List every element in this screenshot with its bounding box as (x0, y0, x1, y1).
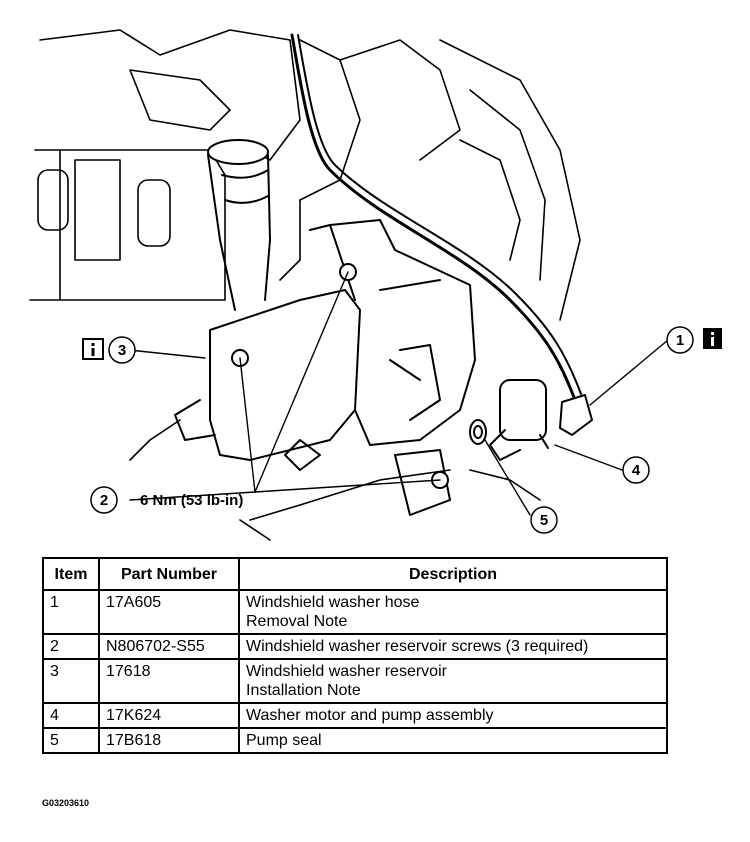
installation-note: Installation Note (246, 682, 361, 699)
description-cell: Windshield washer hose Removal Note (238, 589, 668, 635)
table-row: 3 17618 Windshield washer reservoir Inst… (42, 658, 668, 704)
part-number-cell: 17K624 (98, 702, 240, 729)
pump-seal (469, 419, 487, 445)
description-cell: Washer motor and pump assembly (238, 702, 668, 729)
washer-reservoir (174, 219, 476, 516)
table-row: 2 N806702-S55 Windshield washer reservoi… (42, 633, 668, 660)
callout-2: 2 6 Nm (53 lb-in) (90, 486, 243, 514)
callout-2-number: 2 (100, 492, 108, 509)
callout-3-number: 3 (118, 342, 126, 359)
item-cell: 4 (42, 702, 100, 729)
table-row: 4 17K624 Washer motor and pump assembly (42, 702, 668, 729)
callout-3: 3 (82, 336, 136, 364)
callout-4: 4 (622, 456, 650, 484)
description-line: Windshield washer hose (246, 594, 420, 611)
reservoir-filler-neck (207, 139, 271, 311)
washer-pump-motor (489, 379, 549, 461)
part-number-cell: 17618 (98, 658, 240, 704)
washer-reservoir-diagram: 1 3 2 6 Nm (53 lb-in) 4 5 (29, 29, 722, 541)
header-item: Item (42, 557, 100, 591)
callout-5: 5 (530, 506, 558, 534)
callout-1-number: 1 (676, 332, 684, 349)
callout-5-number: 5 (540, 512, 548, 529)
description-cell: Windshield washer reservoir screws (3 re… (238, 633, 668, 660)
item-cell: 2 (42, 633, 100, 660)
part-number-cell: N806702-S55 (98, 633, 240, 660)
description-cell: Windshield washer reservoir Installation… (238, 658, 668, 704)
callout-1: 1 (666, 326, 722, 354)
description-line: Washer motor and pump assembly (246, 707, 494, 724)
part-number-cell: 17A605 (98, 589, 240, 635)
part-number-cell: 17B618 (98, 727, 240, 754)
figure-code: G03203610 (42, 798, 90, 808)
header-description: Description (238, 557, 668, 591)
description-line: Windshield washer reservoir screws (3 re… (246, 638, 589, 655)
vehicle-body-structure (29, 29, 581, 541)
info-icon (82, 338, 104, 360)
table-header-row: Item Part Number Description (42, 557, 668, 591)
callout-leader-lines (128, 271, 669, 516)
parts-table: Item Part Number Description 1 17A605 Wi… (42, 557, 668, 754)
info-icon (703, 328, 722, 349)
removal-note: Removal Note (246, 613, 348, 630)
header-part-number: Part Number (98, 557, 240, 591)
washer-hose (290, 33, 593, 436)
description-line: Pump seal (246, 732, 322, 749)
item-cell: 5 (42, 727, 100, 754)
torque-spec-label: 6 Nm (53 lb-in) (140, 492, 243, 509)
table-row: 1 17A605 Windshield washer hose Removal … (42, 589, 668, 635)
description-line: Windshield washer reservoir (246, 663, 447, 680)
callout-4-number: 4 (632, 462, 641, 479)
item-cell: 3 (42, 658, 100, 704)
item-cell: 1 (42, 589, 100, 635)
description-cell: Pump seal (238, 727, 668, 754)
table-row: 5 17B618 Pump seal (42, 727, 668, 754)
